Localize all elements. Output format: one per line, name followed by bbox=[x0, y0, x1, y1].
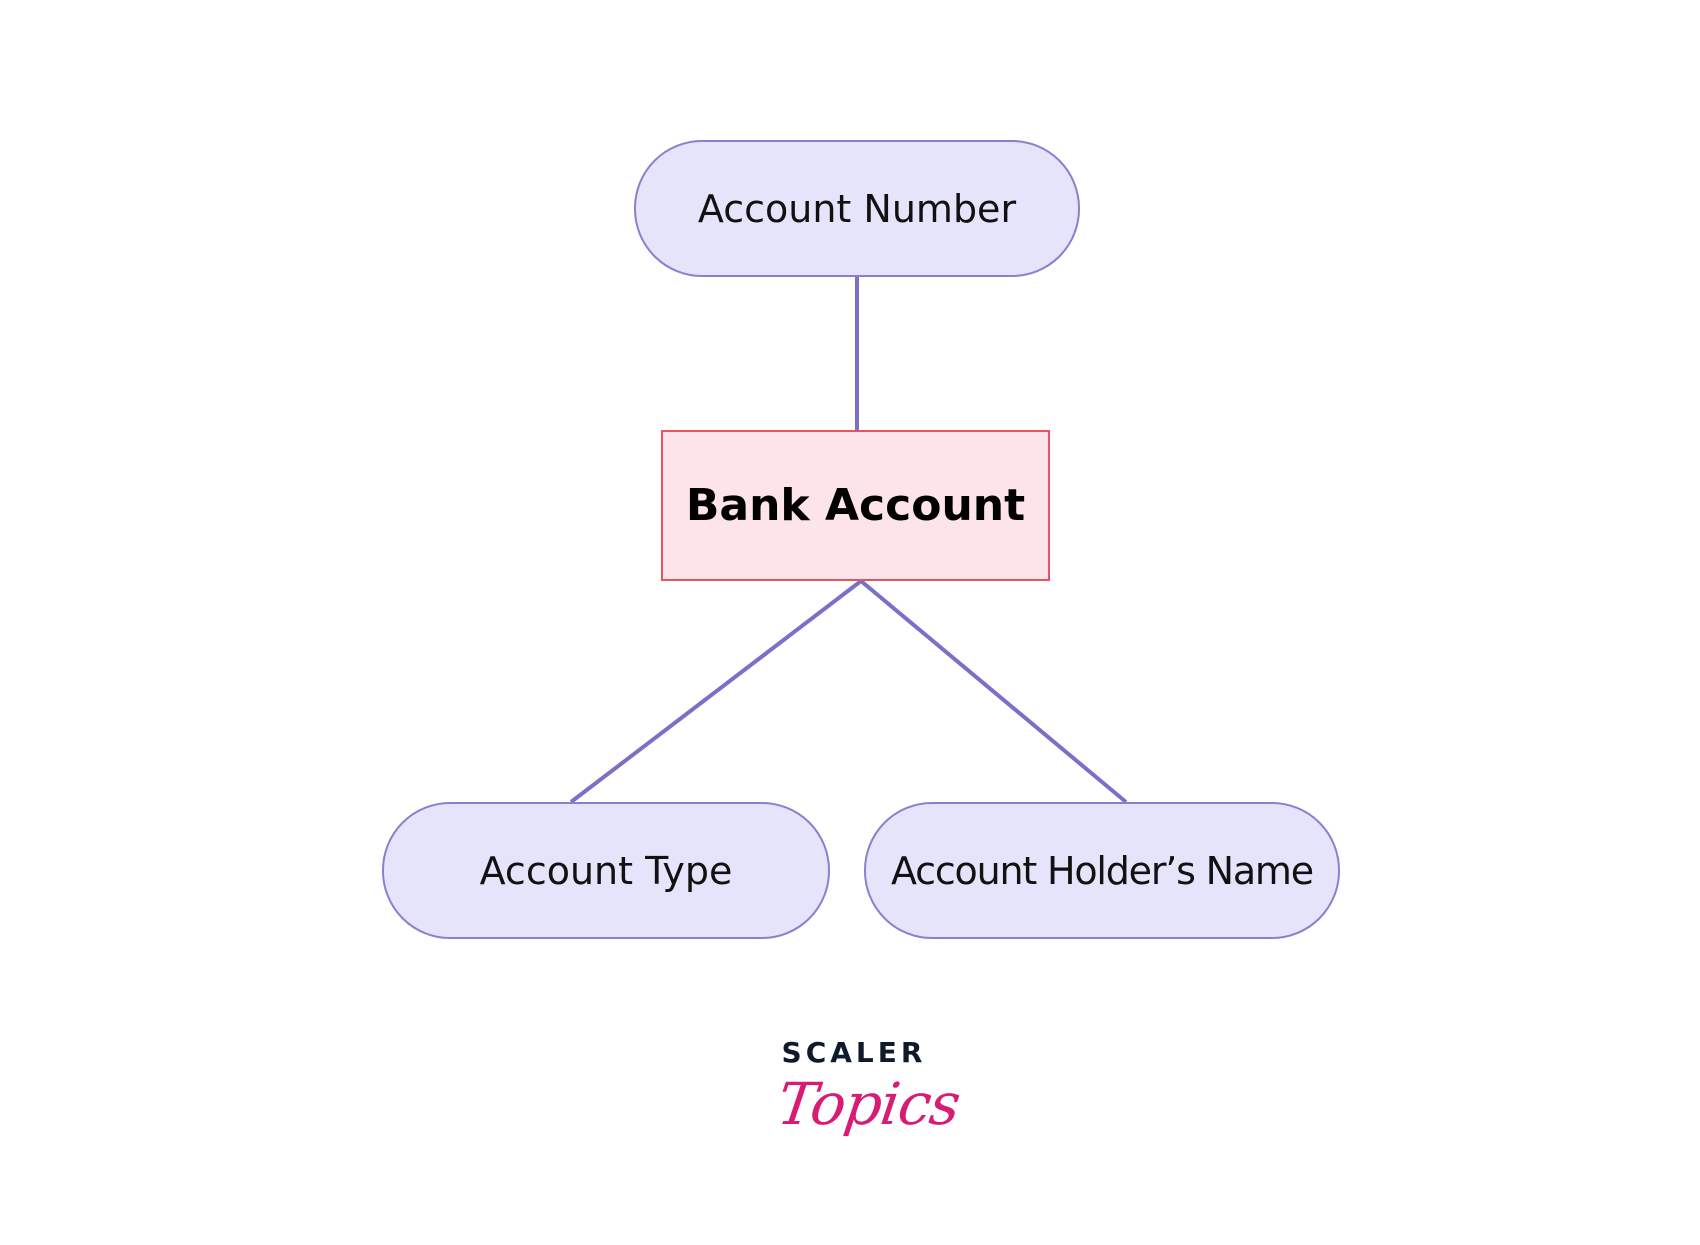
attribute-account-type: Account Type bbox=[382, 802, 830, 939]
entity-label: Bank Account bbox=[685, 480, 1026, 531]
connector-entity-to-type bbox=[569, 579, 863, 804]
attribute-account-holders-name: Account Holder’s Name bbox=[864, 802, 1340, 939]
connector-entity-to-holder-name bbox=[859, 579, 1128, 804]
logo-bottom-text: Topics bbox=[773, 1070, 964, 1138]
attribute-account-number: Account Number bbox=[634, 140, 1080, 277]
attribute-label: Account Number bbox=[697, 186, 1017, 231]
scaler-topics-logo: SCALER Topics bbox=[770, 1030, 964, 1170]
entity-bank-account: Bank Account bbox=[661, 430, 1050, 581]
attribute-label: Account Holder’s Name bbox=[891, 848, 1314, 893]
logo-top-text: SCALER bbox=[781, 1036, 927, 1069]
attribute-label: Account Type bbox=[479, 848, 733, 893]
